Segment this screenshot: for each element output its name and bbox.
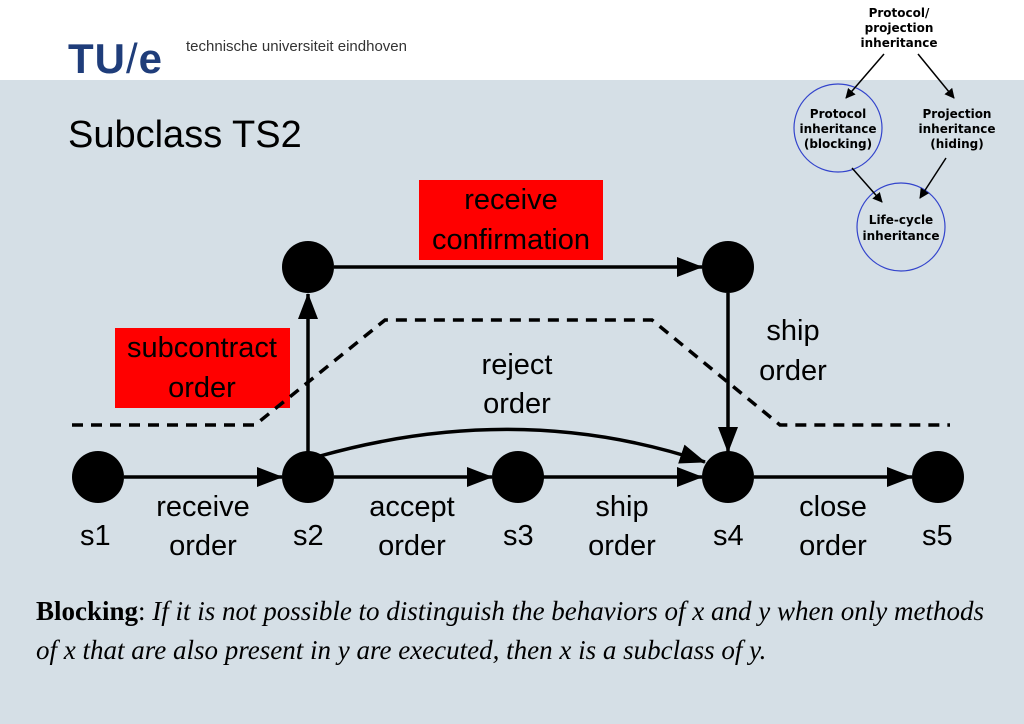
- definition-term: Blocking: [36, 596, 139, 626]
- hierarchy-arrow-right-bottom: [919, 157, 947, 199]
- hierarchy-top-1: Protocol/: [869, 6, 930, 20]
- inheritance-hierarchy: Protocol/ projection inheritance Protoco…: [793, 6, 996, 272]
- label-ship-order-bottom-2: order: [588, 530, 656, 562]
- label-close-order-2: order: [799, 530, 867, 562]
- label-subcontract-order-1: subcontract: [127, 332, 277, 364]
- label-subcontract-order-2: order: [168, 372, 236, 404]
- hierarchy-right-1: Projection: [923, 107, 992, 121]
- label-ship-order-right-2: order: [759, 355, 827, 387]
- place-s1: [72, 451, 124, 503]
- label-close-order-1: close: [799, 491, 867, 523]
- place-s3: [492, 451, 544, 503]
- hierarchy-bottom-1: Life-cycle: [869, 213, 933, 227]
- label-ship-order-right-1: ship: [766, 315, 819, 347]
- hierarchy-left-3: (blocking): [804, 137, 872, 151]
- hierarchy-top-2: projection: [865, 21, 934, 35]
- hierarchy-arrow-top-right: [917, 53, 955, 99]
- hierarchy-arrow-top-left: [845, 53, 885, 99]
- hierarchy-bottom-2: inheritance: [863, 229, 940, 243]
- hierarchy-circle-lifecycle: [856, 182, 946, 272]
- label-receive-confirmation-1: receive: [464, 184, 558, 216]
- label-accept-order-1: accept: [369, 491, 454, 523]
- state-label-s1: s1: [80, 520, 111, 552]
- state-label-s4: s4: [713, 520, 744, 552]
- place-s2: [282, 451, 334, 503]
- slide-title: Subclass TS2: [68, 114, 302, 156]
- receive-confirmation-highlight: [419, 180, 603, 260]
- logo-tu: TU: [68, 35, 126, 82]
- hierarchy-right-2: inheritance: [919, 122, 996, 136]
- state-label-s5: s5: [922, 520, 953, 552]
- label-receive-order-2: order: [169, 530, 237, 562]
- logo-slash: /: [126, 35, 139, 82]
- label-ship-order-bottom-1: ship: [595, 491, 648, 523]
- state-label-s2: s2: [293, 520, 324, 552]
- header-bar: [0, 0, 1024, 80]
- state-label-s3: s3: [503, 520, 534, 552]
- label-reject-order-2: order: [483, 388, 551, 420]
- place-s5: [912, 451, 964, 503]
- label-accept-order-2: order: [378, 530, 446, 562]
- subcontract-order-highlight: [115, 328, 290, 408]
- university-name: technische universiteit eindhoven: [186, 38, 407, 55]
- logo-e: e: [138, 35, 164, 82]
- label-receive-order-1: receive: [156, 491, 250, 523]
- definition-text: Blocking: If it is not possible to disti…: [36, 592, 996, 670]
- hierarchy-left-2: inheritance: [800, 122, 877, 136]
- place-s4: [702, 451, 754, 503]
- tue-logo: TU/e: [68, 38, 163, 80]
- hierarchy-top-3: inheritance: [861, 36, 938, 50]
- place-top-left: [282, 241, 334, 293]
- hierarchy-circle-protocol: [793, 83, 883, 173]
- definition-body: If it is not possible to distinguish the…: [36, 596, 984, 665]
- label-receive-confirmation-2: confirmation: [432, 224, 590, 256]
- place-top-right: [702, 241, 754, 293]
- definition-separator: :: [138, 596, 153, 626]
- hierarchy-left-1: Protocol: [810, 107, 866, 121]
- hierarchy-arrow-left-bottom: [851, 167, 883, 203]
- hierarchy-right-3: (hiding): [930, 137, 983, 151]
- arrow-reject-order: [319, 427, 706, 464]
- dashed-boundary: [72, 318, 950, 427]
- label-reject-order-1: reject: [482, 349, 553, 381]
